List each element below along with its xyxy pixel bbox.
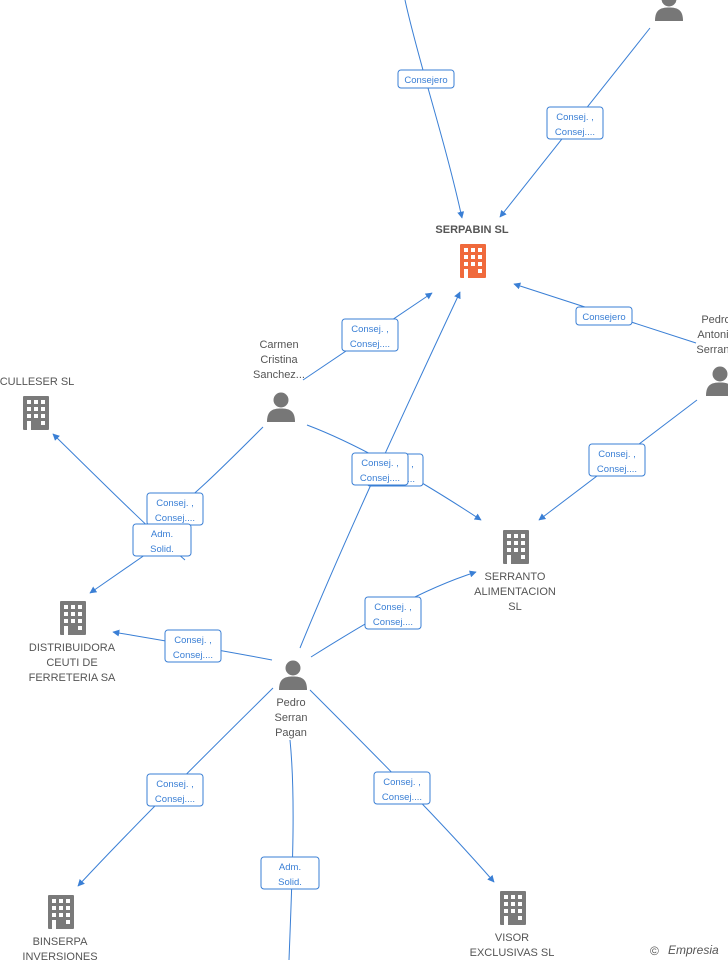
edge-label[interactable]: Consejero [575, 306, 633, 326]
building-icon [503, 530, 529, 564]
edge-label-text: Solid. [150, 544, 174, 555]
node-label: SL [508, 601, 521, 613]
edge-label[interactable]: Consej. , Consej.... [351, 452, 409, 486]
node-label: Pedro [701, 314, 728, 326]
serranto-node[interactable]: SERRANTO ALIMENTACION SL [474, 530, 556, 613]
person-icon [706, 366, 728, 396]
edge-label[interactable]: Consej. , Consej.... [373, 771, 431, 805]
edge-label-text: Consej.... [597, 464, 637, 475]
building-icon [460, 244, 486, 278]
building-icon [500, 891, 526, 925]
edge-label[interactable]: Adm. Solid. [260, 856, 320, 890]
edge-label-text: Consej. , [598, 449, 636, 460]
edge-label[interactable]: Consej. , Consej.... [341, 318, 399, 352]
node-label: VISOR [495, 932, 529, 944]
node-label: CEUTI DE [46, 657, 97, 669]
edge-label[interactable]: Adm. Solid. [132, 523, 192, 557]
culleser-node[interactable]: CULLESER SL [0, 376, 74, 430]
node-label: Pedro [276, 697, 305, 709]
node-label: Carmen [259, 339, 298, 351]
edge-label[interactable]: Consej. , Consej.... [146, 773, 204, 807]
top_person-node[interactable] [655, 0, 683, 21]
edge-label-text: Adm. [151, 529, 173, 540]
edge-label-text: Consej. , [374, 602, 412, 613]
edge-label[interactable]: Consej. , Consej.... [146, 492, 204, 526]
node-label: BINSERPA [33, 936, 88, 948]
edge-label[interactable]: Consej. , Consej.... [164, 629, 222, 663]
edge-label-text: Consej. , [156, 779, 194, 790]
edge-label-text: Adm. [279, 862, 301, 873]
edge-label-text: Consej. , [556, 112, 594, 123]
brand-name: Empresia [668, 943, 719, 957]
edge-label-text: Consej.... [350, 339, 390, 350]
edge-label-text: Solid. [278, 877, 302, 888]
pedro_antonio-node[interactable]: PedroAntonioSerrano [696, 314, 728, 396]
edge-label-text: Consej.... [382, 792, 422, 803]
copyright-icon: © [650, 944, 659, 958]
edge-label-text: Consej.... [555, 127, 595, 138]
edge-label-text: Consej. , [383, 777, 421, 788]
node-label: FERRETERIA SA [29, 672, 116, 684]
edge-label[interactable]: Consej. , Consej.... [588, 443, 646, 477]
node-label: Antonio [697, 329, 728, 341]
edge-label-text: Consej. , [156, 498, 194, 509]
binserpa-node[interactable]: BINSERPA INVERSIONES [22, 895, 98, 960]
edge-label-text: Consej. , [174, 635, 212, 646]
edge-label-text: Consejero [404, 75, 447, 86]
visor-node[interactable]: VISOR EXCLUSIVAS SL [470, 891, 555, 959]
node-label: Sanchez... [253, 369, 305, 381]
building-icon [48, 895, 74, 929]
node-label: DISTRIBUIDORA [29, 642, 116, 654]
edge-label-text: Consej.... [155, 513, 195, 524]
building-icon [23, 396, 49, 430]
edge-label[interactable]: Consej. , Consej.... [364, 596, 422, 630]
node-label: SERRANTO [485, 571, 546, 583]
edge-label[interactable]: Consej. , Consej.... [546, 106, 604, 140]
edge-label-text: Consej.... [360, 473, 400, 484]
building-icon [60, 601, 86, 635]
distribuidora-node[interactable]: DISTRIBUIDORA CEUTI DE FERRETERIA SA [29, 601, 116, 684]
edge-label[interactable]: Consejero [397, 69, 455, 89]
edge-label-text: Consejero [582, 312, 625, 323]
person-icon [267, 392, 295, 422]
node-label: Pagan [275, 727, 307, 739]
node-label: ALIMENTACION [474, 586, 556, 598]
edge-label-text: Consej.... [173, 650, 213, 661]
serpabin-node[interactable]: SERPABIN SL [435, 224, 509, 278]
edge-label-text: Consej.... [373, 617, 413, 628]
edge-label-text: Consej. , [361, 458, 399, 469]
node-label: Serran [274, 712, 307, 724]
node-label: EXCLUSIVAS SL [470, 947, 555, 959]
node-label: Cristina [260, 354, 298, 366]
person-icon [655, 0, 683, 21]
node-label: SERPABIN SL [435, 224, 508, 236]
node-label: INVERSIONES [22, 951, 97, 960]
edge-label-text: Consej. , [351, 324, 389, 335]
relationship-edge [288, 739, 294, 960]
edge-label-text: Consej.... [155, 794, 195, 805]
relationship-edge [89, 549, 153, 594]
node-label: Serrano [696, 344, 728, 356]
node-label: CULLESER SL [0, 376, 74, 388]
watermark: © Empresia [650, 943, 719, 958]
relationship-edge [404, 0, 465, 219]
carmen-node[interactable]: CarmenCristinaSanchez... [253, 339, 305, 422]
person-icon [279, 660, 307, 690]
